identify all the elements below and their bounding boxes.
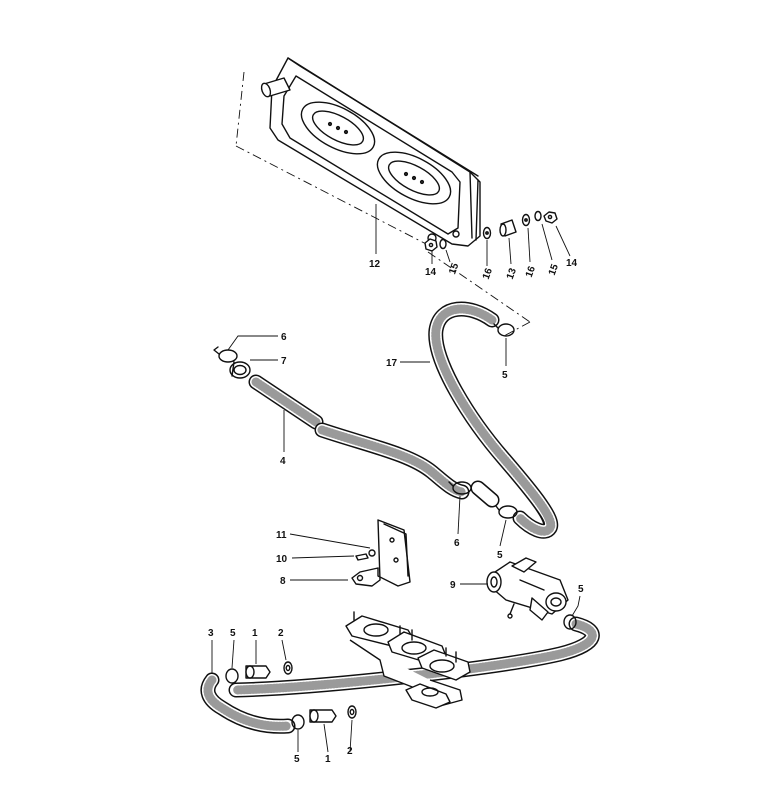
callout-4: 4 <box>280 456 286 467</box>
fittings-lower <box>291 705 357 730</box>
callout-12: 12 <box>369 259 381 270</box>
hardware-set-box <box>424 210 558 252</box>
hose-4 <box>248 374 500 508</box>
callout-11: 11 <box>276 530 287 541</box>
bracket-assembly <box>351 519 411 587</box>
callout-16: 16 <box>524 264 538 279</box>
callout-14: 14 <box>566 258 578 269</box>
callout-17: 17 <box>386 358 398 369</box>
callout-15: 15 <box>547 262 561 277</box>
callout-10: 10 <box>276 554 288 565</box>
callout-13: 13 <box>505 266 519 281</box>
hose-long-17 <box>428 301 559 539</box>
callout-7: 7 <box>281 356 287 367</box>
hose-3-lower <box>200 616 600 734</box>
callout-5: 5 <box>578 584 584 595</box>
callout-5: 5 <box>497 550 503 561</box>
heat-exchanger-box <box>260 57 481 247</box>
valve-9 <box>486 557 569 621</box>
callout-1: 1 <box>252 628 258 639</box>
intake-manifold <box>345 611 471 709</box>
callout-8: 8 <box>280 576 286 587</box>
clamp-5c <box>563 614 577 630</box>
clamps-and-reducer <box>213 323 518 519</box>
callout-5: 5 <box>502 370 508 381</box>
callout-5: 5 <box>230 628 236 639</box>
callout-2: 2 <box>347 746 353 757</box>
callout-9: 9 <box>450 580 456 591</box>
callout-3: 3 <box>208 628 214 639</box>
callout-1: 1 <box>325 754 331 765</box>
leader-lines <box>211 204 581 753</box>
callout-labels: 12 14 15 16 13 16 15 14 6 7 17 5 4 6 5 1… <box>208 258 584 765</box>
callout-6: 6 <box>454 538 460 549</box>
callout-6: 6 <box>281 332 287 343</box>
fittings-upper <box>225 661 293 684</box>
callout-2: 2 <box>278 628 284 639</box>
callout-5: 5 <box>294 754 300 765</box>
callout-14: 14 <box>425 267 437 278</box>
callout-15: 15 <box>447 261 461 276</box>
callout-16: 16 <box>481 266 495 281</box>
